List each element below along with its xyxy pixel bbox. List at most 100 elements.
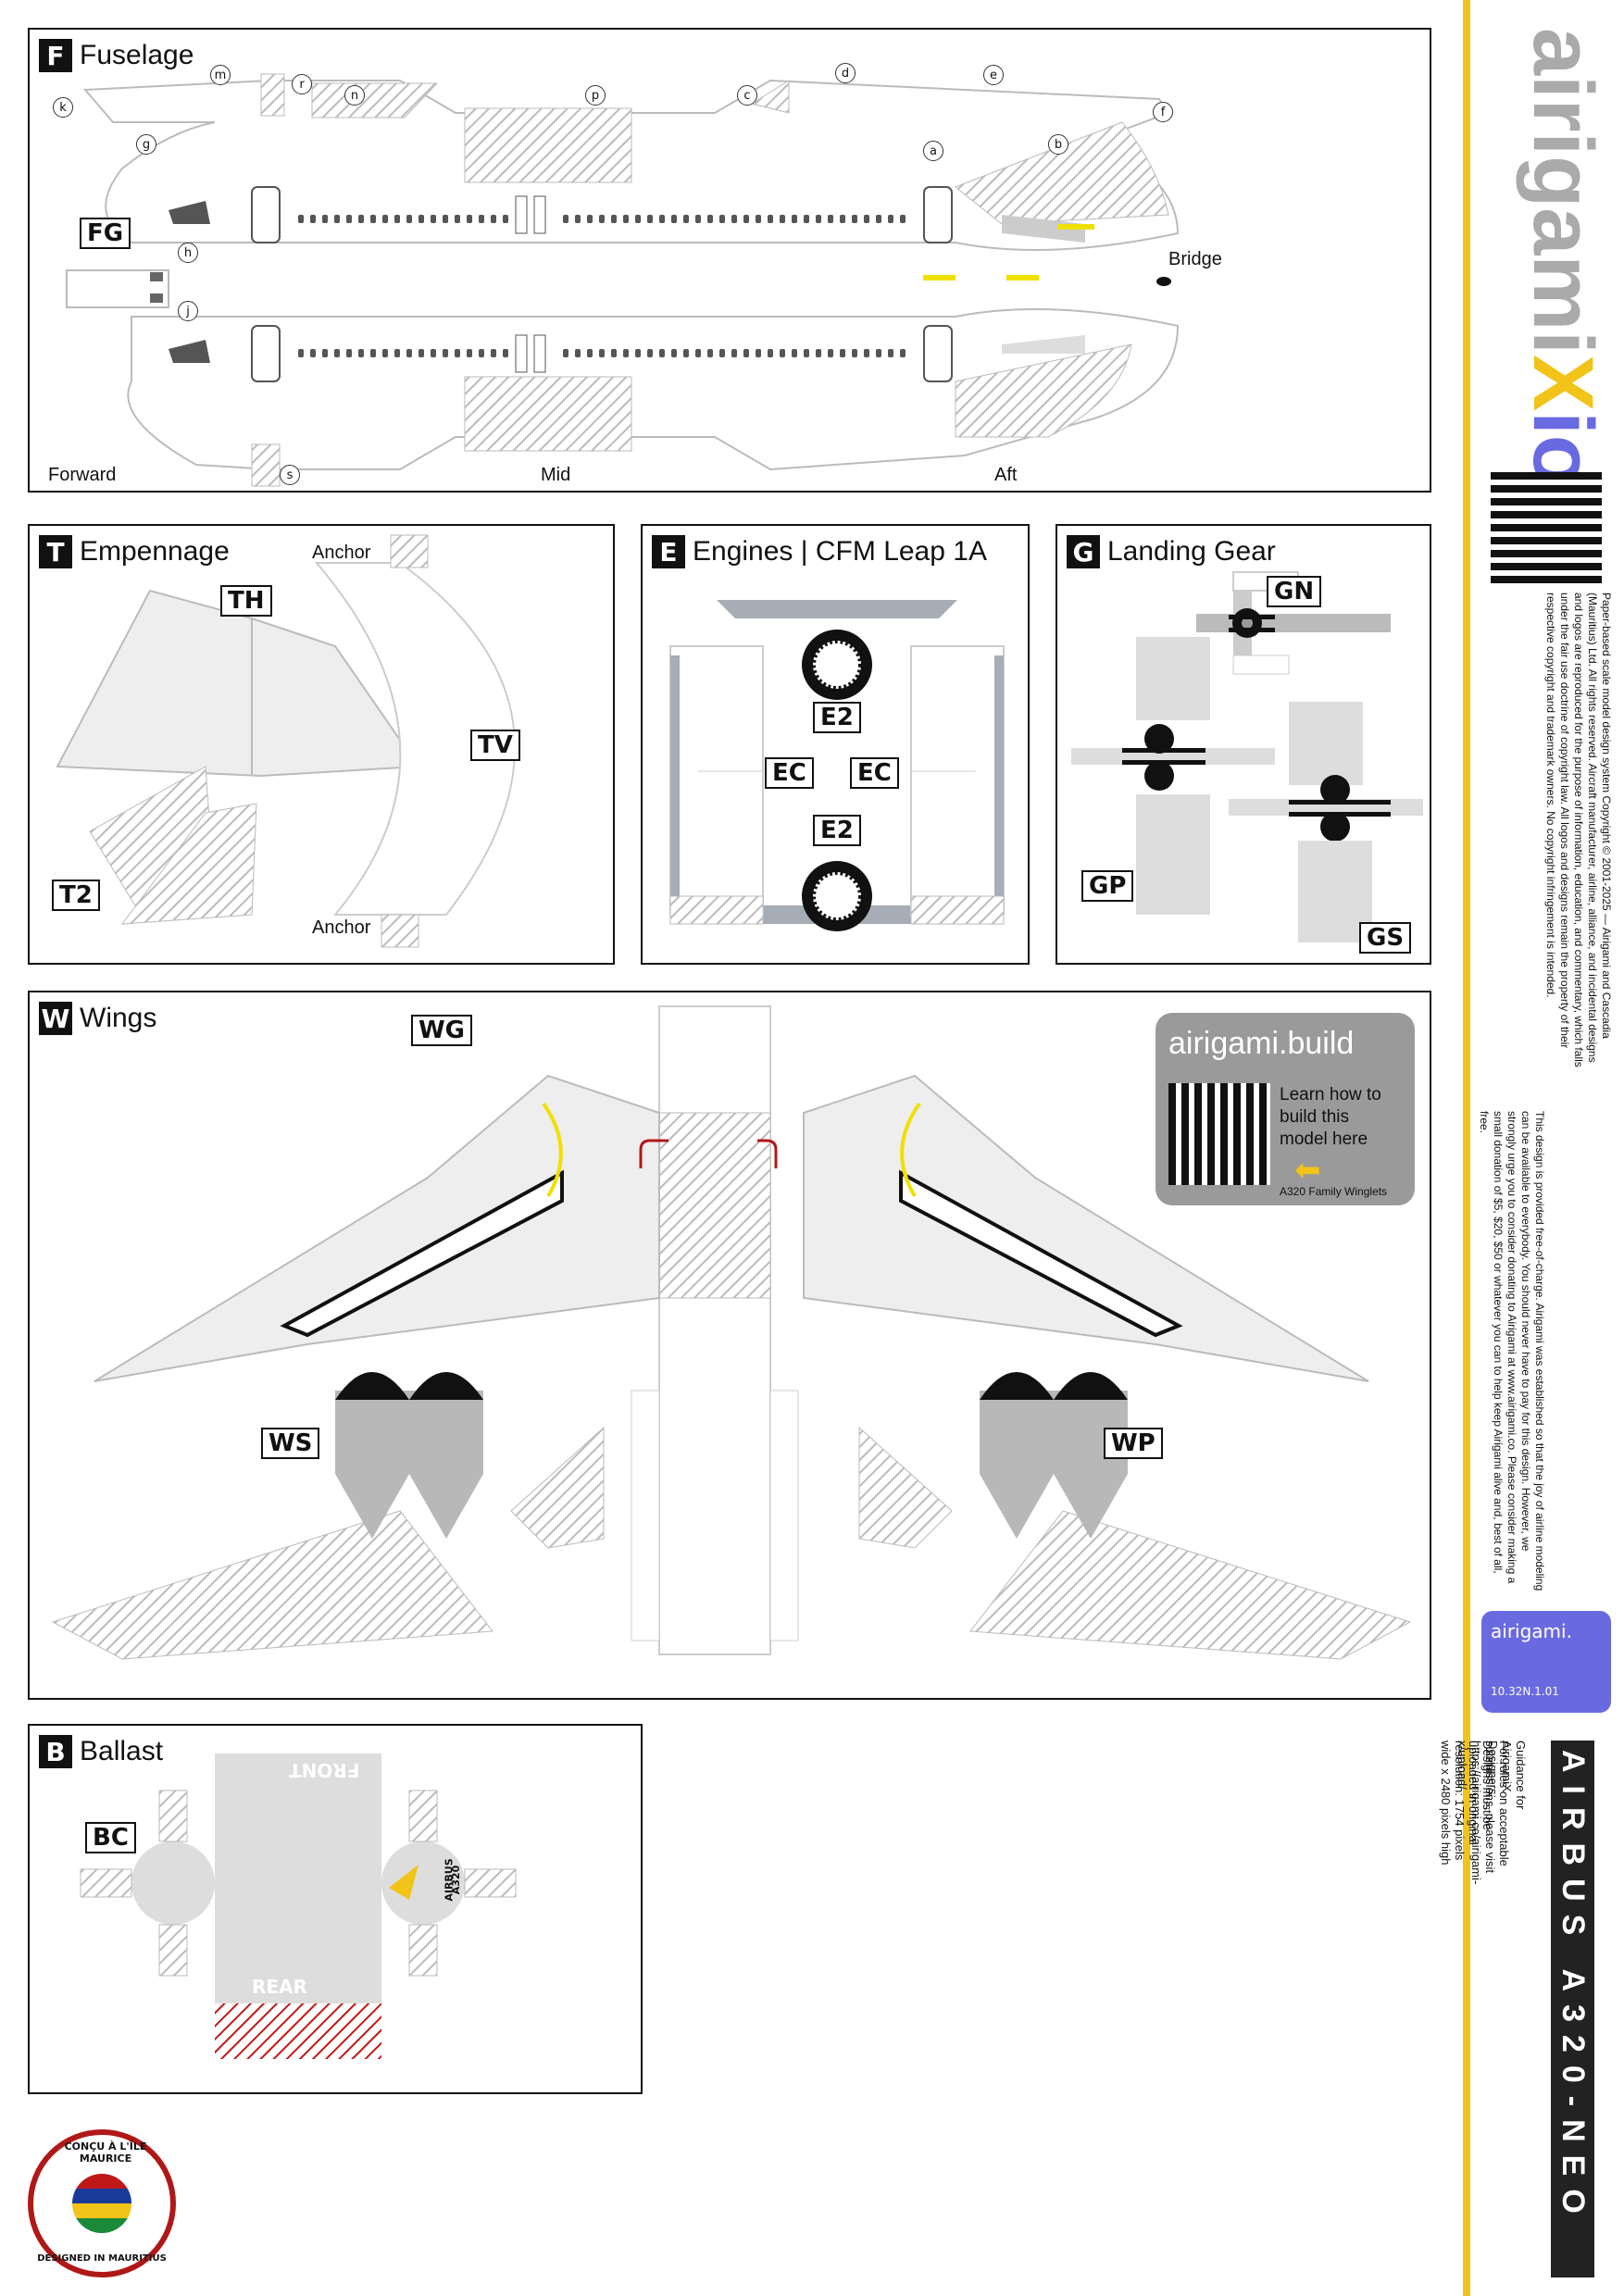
- cabin-window: [876, 215, 881, 223]
- ballast-model: A320: [450, 1865, 463, 1895]
- cabin-window: [792, 215, 797, 223]
- cabin-window: [743, 349, 749, 357]
- part-code-wg: WG: [411, 1015, 473, 1046]
- part-code-tv: TV: [470, 730, 520, 761]
- cabin-window: [900, 349, 906, 357]
- cabin-window: [491, 215, 496, 223]
- cabin-window: [563, 215, 568, 223]
- label-anchor-top: Anchor: [312, 543, 371, 563]
- cabin-window: [864, 349, 869, 357]
- cabin-window: [491, 349, 496, 357]
- tab-b: b: [1048, 134, 1068, 155]
- cabin-window: [575, 215, 581, 223]
- empennage-title: T Empennage: [39, 535, 230, 568]
- section-title: Fuselage: [80, 40, 194, 70]
- promo-card[interactable]: airigami.build Learn how to build this m…: [1156, 1013, 1415, 1205]
- cabin-window: [467, 349, 472, 357]
- cabin-window: [888, 215, 893, 223]
- cabin-window: [382, 215, 388, 223]
- cabin-window: [298, 215, 304, 223]
- cabin-window: [611, 349, 617, 357]
- cabin-window: [780, 215, 785, 223]
- cabin-window: [310, 349, 316, 357]
- cabin-window: [828, 349, 833, 357]
- label-mid: Mid: [541, 465, 571, 485]
- cabin-window: [852, 349, 857, 357]
- cabin-window: [707, 215, 713, 223]
- tab-g: g: [136, 134, 156, 155]
- part-code-ec-right: EC: [850, 757, 899, 789]
- qr-code-icon: [1168, 1083, 1270, 1185]
- cabin-window: [888, 349, 893, 357]
- section-title: Wings: [80, 1003, 157, 1033]
- part-code-gn: GN: [1267, 576, 1322, 607]
- cabin-window: [671, 215, 677, 223]
- tab-p: p: [585, 85, 606, 106]
- fuselage-title: F Fuselage: [39, 39, 194, 72]
- cabin-window: [358, 349, 364, 357]
- cabin-window: [635, 349, 641, 357]
- cabin-window: [358, 215, 364, 223]
- label-bridge: Bridge: [1168, 249, 1222, 269]
- part-code-bc: BC: [85, 1822, 136, 1853]
- cabin-window: [503, 215, 508, 223]
- cabin-window: [394, 215, 400, 223]
- sidebar-accent-line: [1463, 0, 1470, 2296]
- tab-d: d: [835, 63, 856, 83]
- label-forward: Forward: [48, 465, 117, 485]
- gear-drawing: [1071, 571, 1423, 942]
- cabin-window: [840, 349, 845, 357]
- cabin-window: [394, 349, 400, 357]
- cabin-window: [310, 215, 316, 223]
- wings-title: W Wings: [39, 1002, 156, 1035]
- cabin-window: [406, 215, 412, 223]
- part-code-wp: WP: [1104, 1428, 1163, 1459]
- section-title: Ballast: [80, 1736, 164, 1766]
- cabin-window: [695, 215, 701, 223]
- engines-panel: E Engines | CFM Leap 1A E2 E2 EC EC: [641, 524, 1030, 965]
- sidebar-brand: airigamiXio: [1516, 28, 1610, 487]
- section-title: Engines | CFM Leap 1A: [693, 536, 987, 567]
- cabin-window: [334, 349, 340, 357]
- cabin-window: [635, 215, 641, 223]
- tab-a: a: [923, 141, 943, 161]
- cabin-window: [731, 349, 737, 357]
- cabin-window: [322, 349, 328, 357]
- section-badge: T: [39, 535, 72, 568]
- gear-panel: G Landing Gear GN GP GS: [1056, 524, 1431, 965]
- part-code-e2-bottom: E2: [813, 815, 861, 846]
- part-code-gs: GS: [1359, 922, 1412, 954]
- cabin-window: [599, 349, 605, 357]
- cabin-window: [647, 215, 653, 223]
- cabin-window: [792, 349, 797, 357]
- cabin-window: [768, 215, 773, 223]
- cabin-window: [322, 215, 328, 223]
- wings-drawing: [51, 1005, 1412, 1660]
- tab-m: m: [210, 65, 231, 85]
- promo-line-3: model here: [1280, 1129, 1368, 1149]
- part-code-t2: T2: [52, 880, 100, 911]
- arrow-left-icon: ⬅: [1294, 1152, 1321, 1189]
- cabin-window: [563, 349, 568, 357]
- fuselage-panel: F Fuselage: [28, 28, 1431, 493]
- cabin-window: [575, 349, 581, 357]
- cabin-window: [840, 215, 845, 223]
- section-badge: W: [39, 1002, 72, 1035]
- cabin-window: [852, 215, 857, 223]
- cabin-window: [382, 349, 388, 357]
- sidebar-free-notice: This design is provided free-of-charge. …: [1478, 1111, 1546, 1591]
- cabin-window: [611, 215, 617, 223]
- fuselage-drawing: [66, 73, 1180, 487]
- wings-panel: W Wings WG WS WP: [28, 991, 1431, 1700]
- sidebar-qr-icon: [1491, 472, 1602, 583]
- part-code-th: TH: [220, 585, 272, 617]
- gear-title: G Landing Gear: [1067, 535, 1276, 568]
- cabin-window: [587, 215, 593, 223]
- section-title: Landing Gear: [1107, 536, 1276, 567]
- cabin-window: [731, 215, 737, 223]
- cabin-window: [406, 349, 412, 357]
- cabin-window: [695, 349, 701, 357]
- cabin-window: [623, 215, 629, 223]
- cabin-window: [467, 215, 472, 223]
- seal-flag: [72, 2174, 131, 2233]
